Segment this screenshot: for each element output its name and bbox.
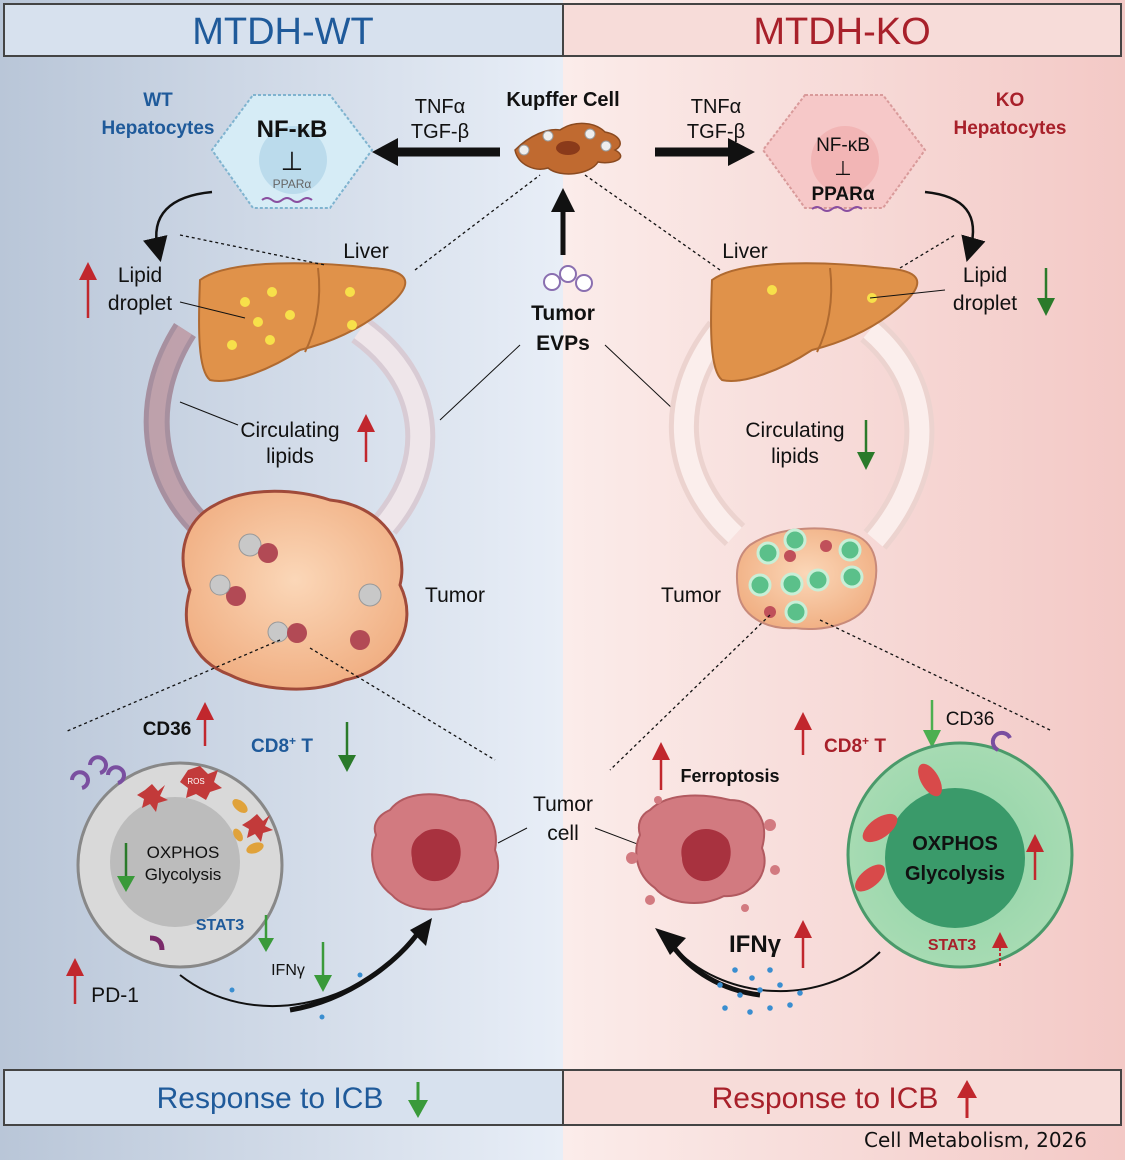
wt-liver-label: Liver [343, 240, 389, 263]
wt-stat3-down-arrow [258, 938, 274, 952]
ko-tumor [735, 527, 878, 631]
ko-t-cell [846, 730, 1074, 969]
wt-tumor-cell [371, 793, 500, 911]
citation: Cell Metabolism, 2026 [864, 1128, 1087, 1152]
ko-ifng-up-arrow [794, 920, 812, 938]
ko-glycolysis-label: Glycolysis [905, 863, 1005, 885]
ko-nfkb-label: NF-κB [816, 135, 870, 156]
ko-cd36-label: CD36 [946, 709, 995, 730]
wt-title: MTDH-WT [192, 11, 373, 53]
wt-circulating-label-1: Circulating [240, 419, 339, 442]
ko-stat3-label: STAT3 [928, 937, 976, 954]
wt-pd1-label: PD-1 [91, 984, 139, 1007]
ko-circulating-label-2: lipids [771, 445, 819, 468]
kupffer-cell-label: Kupffer Cell [506, 89, 619, 111]
wt-ifng-arrowhead [410, 918, 432, 946]
wt-ppara-label: PPARα [273, 177, 312, 191]
tumor-evps-label-1: Tumor [531, 302, 595, 325]
ko-ferroptotic-tumor-cell [626, 794, 780, 912]
wt-ifng-down-arrow [314, 975, 332, 992]
footer-responses: Response to ICB Response to ICB [3, 1069, 1122, 1126]
wt-hepatocyte-arrow [143, 190, 213, 263]
ko-inhibit-symbol: ⊥ [834, 158, 851, 180]
wt-glycolysis-label: Glycolysis [145, 865, 222, 884]
wt-circulating-label-2: lipids [266, 445, 314, 468]
wt-pd1-up-arrow [66, 958, 84, 976]
ko-ferroptosis-up-arrow [652, 742, 670, 760]
ko-oxphos-up-arrow [1026, 834, 1044, 852]
header: MTDH-WT MTDH-KO [3, 3, 1122, 57]
wt-ros-label: ROS [187, 777, 204, 786]
ko-cd8-up-arrow [794, 712, 812, 730]
wt-response-label: Response to ICB [157, 1082, 384, 1115]
wt-oxphos-down-arrow [117, 876, 135, 892]
wt-cytokine-tgfb: TGF-β [411, 121, 469, 143]
tumor-evps-icon [543, 265, 593, 292]
ko-stat3-up-arrow [992, 932, 1008, 948]
wt-t-cell: ROS [70, 755, 284, 969]
wt-cd8-label: CD8+ T [251, 734, 313, 757]
wt-lipid-label-2: droplet [108, 292, 172, 315]
tumor-evps-label-2: EVPs [536, 332, 590, 355]
ko-cd8-label: CD8+ T [824, 734, 886, 757]
wt-cd36-label: CD36 [143, 719, 192, 740]
tumor-cell-label-2: cell [547, 822, 579, 845]
ko-ferroptosis-label: Ferroptosis [680, 766, 779, 786]
ko-hepatocyte-arrow [924, 190, 986, 263]
kupffer-cell [514, 122, 622, 175]
ko-response-up-arrow [957, 1080, 977, 1098]
ko-circulating-down-arrow [857, 452, 875, 470]
wt-tumor [181, 489, 409, 691]
ko-ifng-arrowhead [655, 928, 686, 955]
wt-hepatocyte: NF-κB ⊥ PPARα [210, 94, 374, 209]
ko-cytokine-tgfb: TGF-β [687, 121, 745, 143]
ko-hepatocytes-label-2: Hepatocytes [954, 118, 1067, 139]
wt-oxphos-label: OXPHOS [147, 843, 220, 862]
ko-lipid-label-1: Lipid [963, 264, 1007, 287]
ko-oxphos-label: OXPHOS [912, 833, 998, 855]
wt-liver [198, 262, 407, 382]
wt-ifng-dots [229, 972, 363, 1020]
wt-response-down-arrow [408, 1100, 428, 1118]
ko-ifng-dots [717, 967, 803, 1015]
wt-vessel-ring [143, 317, 436, 540]
ko-liver-label: Liver [722, 240, 768, 263]
ko-liver [710, 262, 919, 382]
ko-cd36-down-arrow [923, 730, 941, 748]
wt-ifng-label: IFNγ [271, 962, 305, 979]
wt-cytokine-tnfa: TNFα [415, 96, 465, 118]
ko-hepatocyte: NF-κB ⊥ PPARα [761, 94, 927, 212]
wt-hepatocytes-label-1: WT [143, 90, 173, 111]
wt-lipid-label-1: Lipid [118, 264, 162, 287]
ko-lipid-down-arrow [1037, 298, 1055, 316]
ko-title: MTDH-KO [753, 11, 930, 53]
wt-nfkb-label: NF-κB [257, 116, 328, 143]
ko-hepatocytes-label-1: KO [996, 90, 1025, 111]
wt-cd8-down-arrow [338, 755, 356, 772]
ko-tumor-label: Tumor [661, 584, 721, 607]
wt-tumor-label: Tumor [425, 584, 485, 607]
wt-inhibit-symbol: ⊥ [281, 146, 304, 176]
ko-response-label: Response to ICB [712, 1082, 939, 1115]
wt-cytokine-arrowhead [372, 138, 398, 166]
wt-cd36-up-arrow [196, 702, 214, 720]
ko-ppara-label: PPARα [811, 184, 874, 205]
wt-hepatocytes-label-2: Hepatocytes [102, 118, 215, 139]
ko-vessel-ring [668, 318, 935, 550]
tumor-cell-label-1: Tumor [533, 793, 593, 816]
ko-cytokine-tnfa: TNFα [691, 96, 741, 118]
ko-ifng-label: IFNγ [729, 931, 782, 958]
wt-stat3-label: STAT3 [196, 917, 244, 934]
ko-lipid-label-2: droplet [953, 292, 1017, 315]
ko-circulating-label-1: Circulating [745, 419, 844, 442]
